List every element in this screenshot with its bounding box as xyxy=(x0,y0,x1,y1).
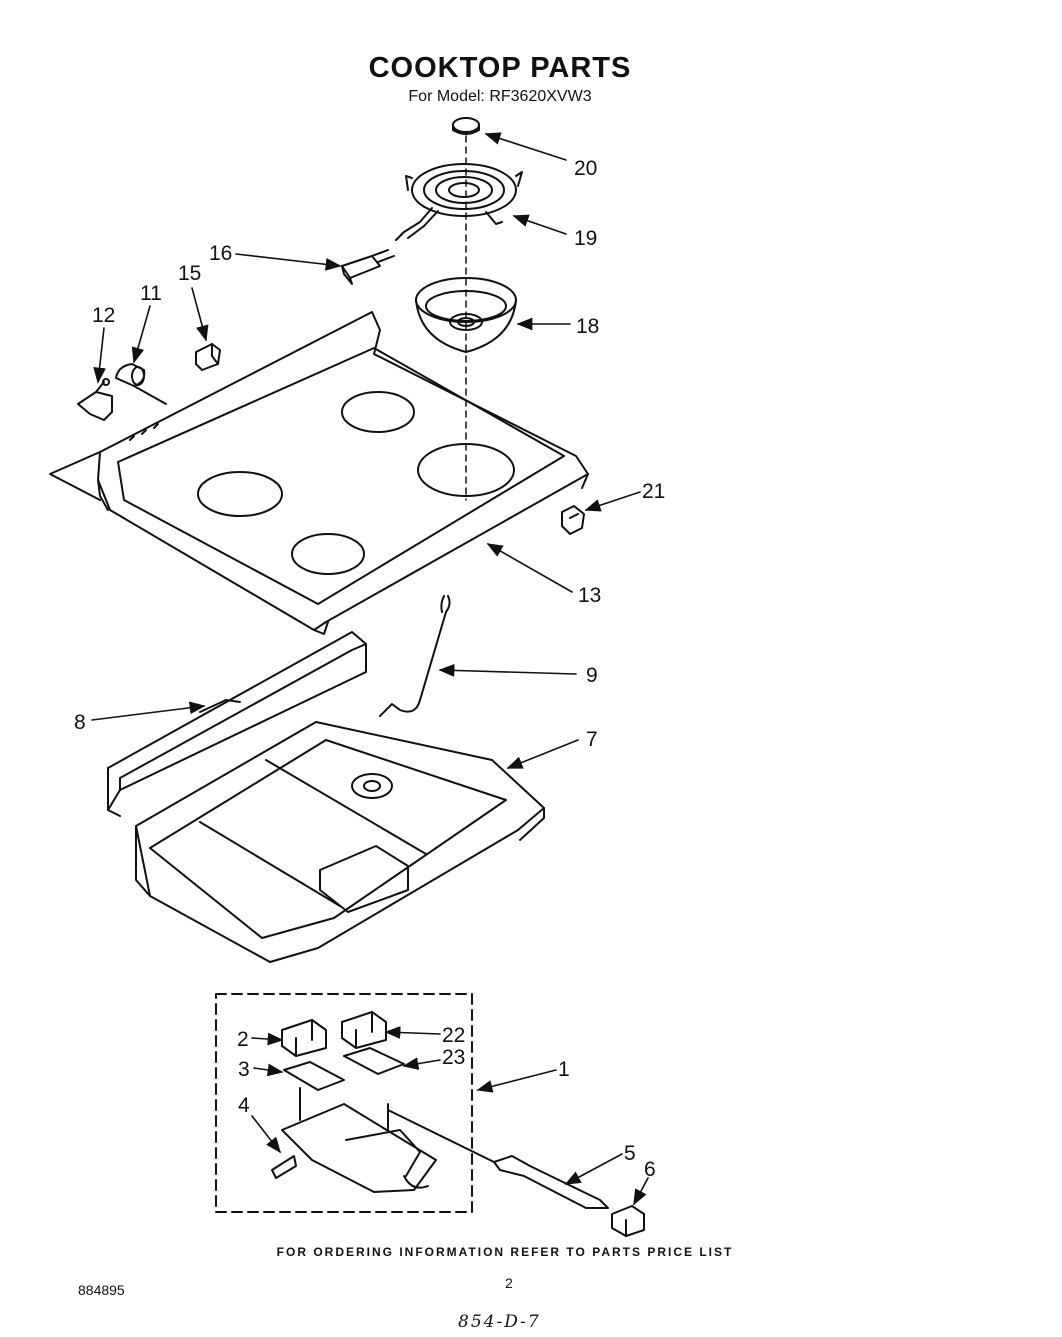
callout-12: 12 xyxy=(92,304,115,327)
callout-labels: 20 19 16 15 11 12 18 21 13 9 8 7 2 22 3 … xyxy=(74,157,665,1181)
callout-7: 7 xyxy=(586,728,598,751)
part-4-clip xyxy=(271,1155,297,1179)
callout-3: 3 xyxy=(238,1058,250,1081)
part-16-terminal-block xyxy=(341,249,395,285)
part-2-switch xyxy=(281,1019,327,1057)
leader-arrows xyxy=(91,132,649,1206)
callout-8: 8 xyxy=(74,711,86,734)
part-12-screw-bracket xyxy=(77,378,113,421)
callout-9: 9 xyxy=(586,664,598,687)
callout-1: 1 xyxy=(558,1058,570,1081)
page-title: COOKTOP PARTS xyxy=(368,52,632,84)
callout-15: 15 xyxy=(178,262,201,285)
part-3-plate xyxy=(283,1061,345,1091)
page-number: 2 xyxy=(505,1275,513,1291)
handwritten-code: 854-D-7 xyxy=(458,1312,541,1332)
switch-assembly-box xyxy=(215,993,473,1213)
part-11-switch xyxy=(115,363,167,405)
part-23-plate xyxy=(343,1047,405,1075)
callout-5: 5 xyxy=(624,1142,636,1165)
part-9-rod xyxy=(379,595,451,717)
switch-mounting-bracket xyxy=(281,1087,437,1193)
part-21-bracket xyxy=(561,505,585,535)
part-15-clip xyxy=(195,343,221,371)
callout-16: 16 xyxy=(209,242,232,265)
callout-22: 22 xyxy=(442,1024,465,1047)
callout-2: 2 xyxy=(237,1028,249,1051)
part-7-burner-box xyxy=(135,721,545,963)
callout-23: 23 xyxy=(442,1046,465,1069)
part-5-wire-harness xyxy=(387,1109,609,1209)
document-id: 884895 xyxy=(78,1282,125,1298)
ordering-note: FOR ORDERING INFORMATION REFER TO PARTS … xyxy=(276,1245,734,1259)
callout-6: 6 xyxy=(644,1158,656,1181)
callout-11: 11 xyxy=(140,282,162,305)
callout-21: 21 xyxy=(642,480,665,503)
part-19-surface-element xyxy=(395,163,523,241)
callout-4: 4 xyxy=(238,1094,250,1117)
model-subtitle: For Model: RF3620XVW3 xyxy=(408,88,592,105)
callout-13: 13 xyxy=(578,584,601,607)
callout-19: 19 xyxy=(574,227,597,250)
part-13-cooktop xyxy=(49,311,589,635)
part-8-panel xyxy=(107,631,367,817)
callout-20: 20 xyxy=(574,157,597,180)
part-22-switch xyxy=(341,1011,387,1049)
part-6-connector xyxy=(611,1205,645,1237)
callout-18: 18 xyxy=(576,315,599,338)
part-20-knob-cap xyxy=(452,117,480,135)
